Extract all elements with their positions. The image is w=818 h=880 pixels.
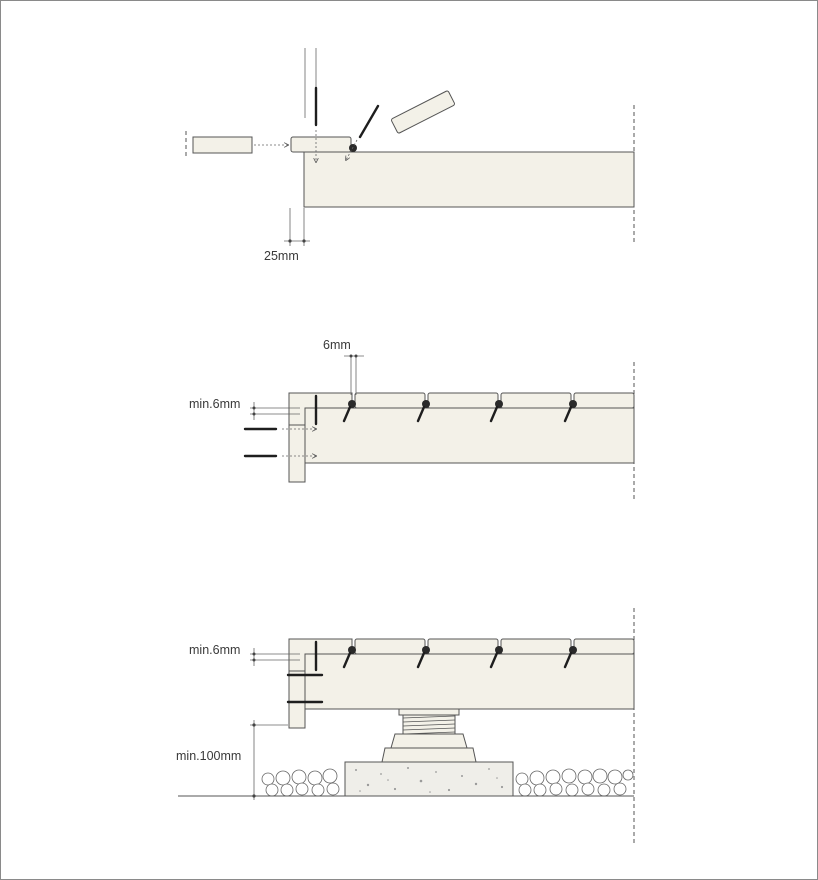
step-1-fascia-board: 25mm <box>185 48 635 263</box>
fascia-board-3 <box>288 670 306 729</box>
concrete-texture <box>355 767 504 793</box>
label-6mm: 6mm <box>323 338 351 352</box>
label-min6-b: min.6mm <box>189 643 240 657</box>
corner-board-3 <box>288 638 353 672</box>
hidden-fasteners-3 <box>342 646 577 669</box>
fascia-board-2 <box>288 424 306 483</box>
label-min100: min.100mm <box>176 749 241 763</box>
tilted-board <box>391 90 455 134</box>
joist-3 <box>303 653 635 710</box>
gravel-right <box>515 768 634 797</box>
hidden-fasteners-2 <box>342 400 577 423</box>
edge-board <box>290 136 352 153</box>
label-min6-a: min.6mm <box>189 397 240 411</box>
gravel-left <box>261 768 340 797</box>
corner-board-2 <box>288 392 353 426</box>
joist-1 <box>303 151 635 208</box>
concrete-pad <box>344 761 514 797</box>
angled-screw <box>358 104 380 139</box>
step-2-board-spacing: 6mm min.6mm <box>189 338 635 500</box>
step-3-pedestal-base: min.6mm <box>176 608 635 843</box>
joist-2 <box>303 407 635 464</box>
adjustable-pedestal <box>381 708 477 763</box>
incoming-board <box>192 136 253 154</box>
label-25mm: 25mm <box>264 249 299 263</box>
